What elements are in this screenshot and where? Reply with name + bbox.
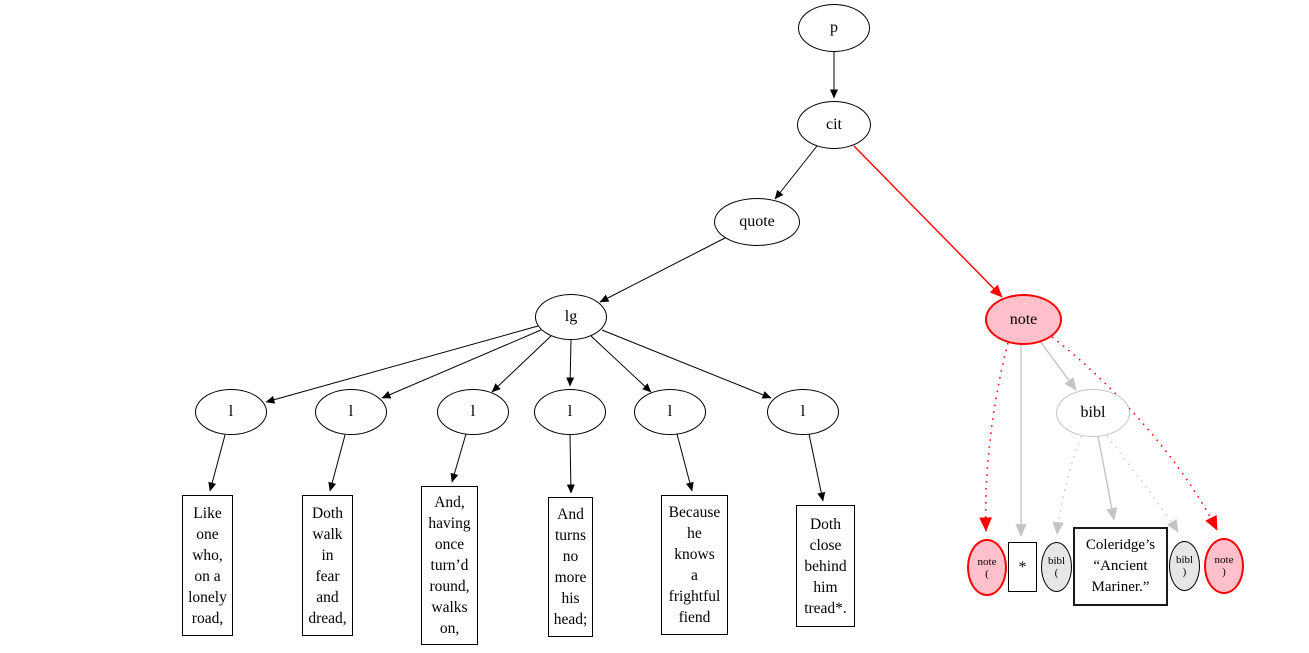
text-verse-5: Because he knows a frightful fiend xyxy=(661,495,728,635)
edge-l3-verse3 xyxy=(450,433,467,483)
node-note: note xyxy=(985,294,1062,345)
edge-note-bibl xyxy=(1039,340,1077,391)
text-verse-6: Doth close behind him tread*. xyxy=(796,505,855,627)
node-l-3: l xyxy=(437,389,509,435)
node-quote: quote xyxy=(714,198,800,246)
node-l-2: l xyxy=(315,389,387,435)
node-l-4: l xyxy=(534,389,606,435)
edge-cit-note xyxy=(853,145,1003,298)
edge-lg-l3 xyxy=(491,335,552,393)
text-verse-2: Doth walk in fear and dread, xyxy=(302,495,353,636)
node-note-open: note ( xyxy=(967,539,1007,596)
text-verse-3: And, having once turn’d round, walks on, xyxy=(421,486,478,645)
edge-lg-l5 xyxy=(590,335,652,393)
node-l-1: l xyxy=(195,389,267,435)
edge-lg-l1 xyxy=(265,325,539,404)
edge-lg-l6 xyxy=(601,329,772,399)
text-verse-1: Like one who, on a lonely road, xyxy=(182,495,233,636)
node-l-5: l xyxy=(634,389,706,435)
edge-l1-verse1 xyxy=(208,434,226,492)
node-bibl: bibl xyxy=(1056,389,1130,437)
node-note-close: note ) xyxy=(1204,538,1244,594)
node-l-6: l xyxy=(767,389,839,435)
edge-bibl-citation xyxy=(1097,435,1118,521)
edge-l6-verse6 xyxy=(808,433,826,502)
text-verse-4: And turns no more his head; xyxy=(548,497,593,637)
node-bibl-close: bibl ) xyxy=(1169,541,1200,591)
node-cit: cit xyxy=(797,101,871,149)
edge-l4-verse4 xyxy=(566,434,575,494)
edge-note-noteopen xyxy=(979,342,1009,532)
edge-quote-lg xyxy=(599,237,726,303)
edge-bibl-biblclose xyxy=(1106,435,1179,533)
node-p: p xyxy=(798,4,870,52)
edge-lg-l4 xyxy=(566,339,575,387)
edge-l5-verse5 xyxy=(676,433,694,492)
edge-l2-verse2 xyxy=(328,434,346,492)
edge-cit-quote xyxy=(774,145,818,200)
edge-bibl-biblopen xyxy=(1052,435,1082,535)
text-bibl-citation: Coleridge’s “Ancient Mariner.” xyxy=(1073,527,1168,606)
text-star: * xyxy=(1008,542,1037,592)
node-lg: lg xyxy=(535,294,607,340)
node-bibl-open: bibl ( xyxy=(1041,542,1072,592)
edge-lg-l2 xyxy=(381,329,542,399)
